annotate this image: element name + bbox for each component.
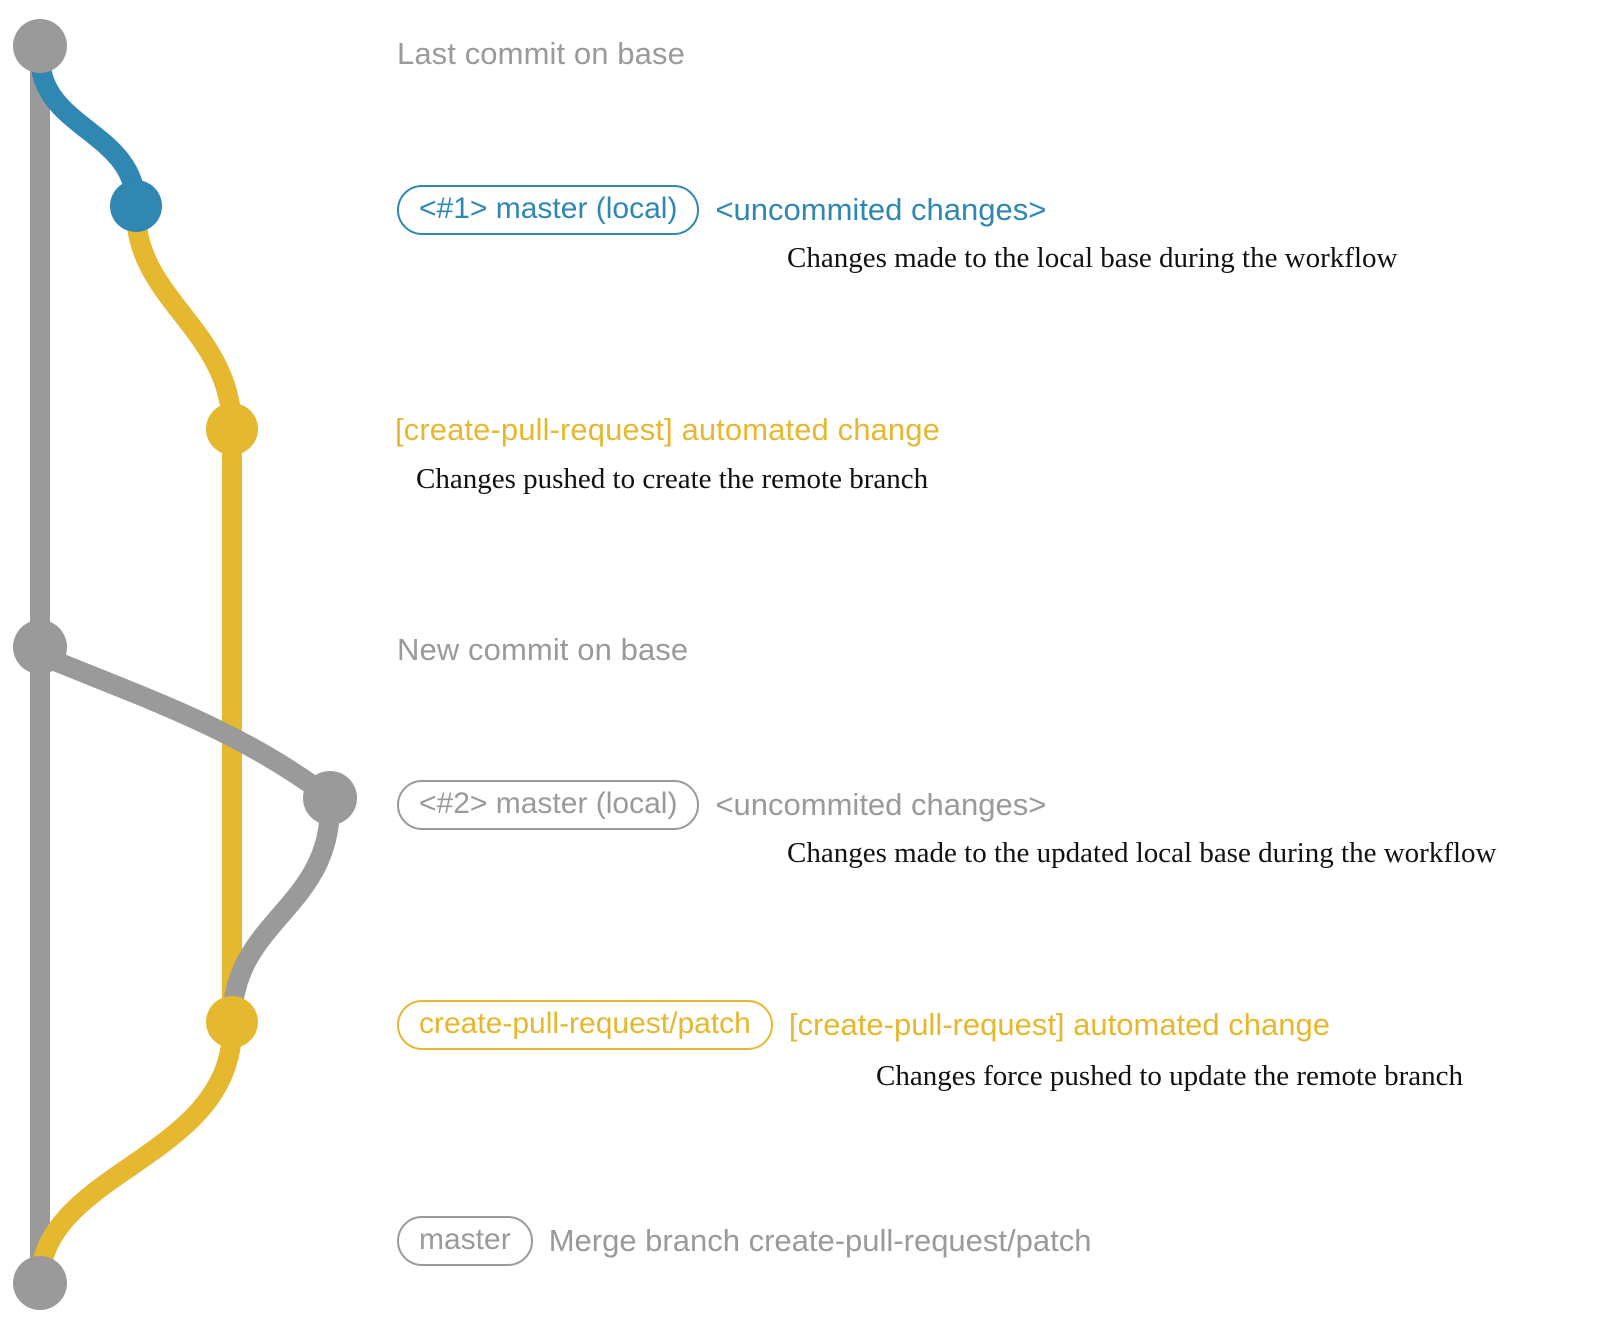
commit-message-local-master-1: <uncommited changes> bbox=[715, 192, 1047, 227]
edge-gray-branch-right bbox=[30, 645, 340, 808]
branch-badge-master-label: master bbox=[419, 1223, 511, 1256]
row-new-commit-on-base: New commit on base bbox=[397, 632, 688, 668]
commit-node-automated-change-2[interactable] bbox=[206, 996, 258, 1048]
commit-message-last-commit-on-base: Last commit on base bbox=[397, 36, 685, 71]
edge-gray-branch-down bbox=[222, 796, 340, 1032]
row-last-commit-on-base: Last commit on base bbox=[397, 36, 685, 72]
row-local-master-1: <#1> master (local) <uncommited changes> bbox=[397, 185, 1046, 235]
branch-badge-local-master-1-label: <#1> master (local) bbox=[419, 192, 678, 225]
branch-badge-master[interactable]: master bbox=[397, 1216, 533, 1266]
graph-nodes bbox=[13, 19, 357, 1310]
row-patch-branch: create-pull-request/patch [create-pull-r… bbox=[397, 1000, 1330, 1050]
commit-node-automated-change-1[interactable] bbox=[206, 403, 258, 455]
description-local-master-1: Changes made to the local base during th… bbox=[787, 242, 1398, 274]
edge-yellow-branch-1 bbox=[126, 202, 242, 439]
commit-node-local-master-1[interactable] bbox=[110, 180, 162, 232]
row-automated-change-1: [create-pull-request] automated change bbox=[395, 412, 940, 448]
row-master-merge: master Merge branch create-pull-request/… bbox=[397, 1216, 1091, 1266]
commit-message-automated-change-1: [create-pull-request] automated change bbox=[395, 412, 940, 447]
row-local-master-2: <#2> master (local) <uncommited changes> bbox=[397, 780, 1046, 830]
branch-badge-create-pull-request-patch[interactable]: create-pull-request/patch bbox=[397, 1000, 773, 1050]
description-patch-branch: Changes force pushed to update the remot… bbox=[876, 1060, 1464, 1092]
branch-badge-local-master-1[interactable]: <#1> master (local) bbox=[397, 185, 700, 235]
commit-node-master-merge[interactable] bbox=[13, 1256, 67, 1310]
commit-message-new-commit-on-base: New commit on base bbox=[397, 632, 689, 667]
commit-message-master-merge: Merge branch create-pull-request/patch bbox=[548, 1223, 1092, 1258]
commit-message-local-master-2: <uncommited changes> bbox=[715, 787, 1047, 822]
description-automated-change-1: Changes pushed to create the remote bran… bbox=[416, 463, 929, 495]
branch-badge-create-pull-request-patch-label: create-pull-request/patch bbox=[419, 1007, 751, 1040]
commit-node-last-commit-on-base[interactable] bbox=[13, 19, 67, 73]
edge-yellow-merge bbox=[30, 1018, 242, 1293]
description-local-master-2: Changes made to the updated local base d… bbox=[787, 837, 1497, 869]
branch-badge-local-master-2[interactable]: <#2> master (local) bbox=[397, 780, 700, 830]
commit-node-new-commit-on-base[interactable] bbox=[13, 620, 67, 674]
commit-message-automated-change-2: [create-pull-request] automated change bbox=[788, 1007, 1330, 1042]
branch-badge-local-master-2-label: <#2> master (local) bbox=[419, 787, 678, 820]
commit-node-local-master-2[interactable] bbox=[303, 771, 357, 825]
